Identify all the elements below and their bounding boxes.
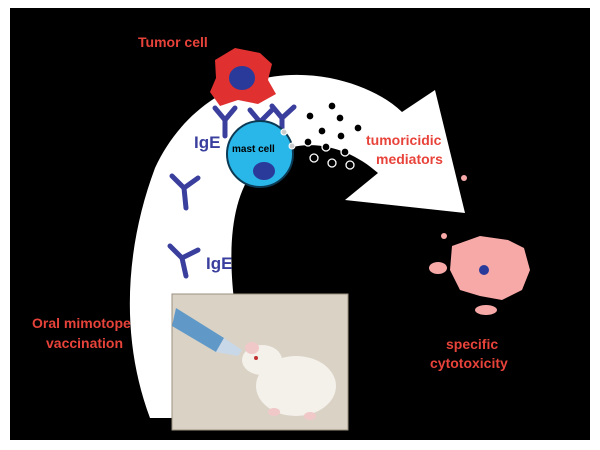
mouse-photo <box>171 293 349 431</box>
diagram-svg <box>10 8 590 440</box>
tumor-cell-label: Tumor cell <box>138 34 208 50</box>
mediator-granule-icon <box>303 101 363 170</box>
mast-cell-label: mast cell <box>232 144 275 155</box>
ige-label-bottom: IgE <box>206 254 233 273</box>
mediators-label-line1: tumoricidic <box>366 132 442 148</box>
vaccination-label-line1: Oral mimotope <box>32 315 131 331</box>
vaccination-label-line2: vaccination <box>46 335 124 351</box>
tumor-cell-icon <box>210 48 276 106</box>
ige-antibody-icon <box>167 173 201 279</box>
mediator-granule-icon <box>280 128 296 150</box>
mast-cell-icon <box>226 120 294 188</box>
dying-tumor-cell-icon <box>429 175 530 315</box>
cytotoxicity-label-line1: specific <box>446 336 499 352</box>
ige-label-top: IgE <box>194 133 221 152</box>
mediators-label-line2: mediators <box>376 151 443 167</box>
diagram-canvas: Tumor cell IgE mast cell tumoricidic med… <box>10 8 590 440</box>
cytotoxicity-label-line2: cytotoxicity <box>430 355 508 371</box>
